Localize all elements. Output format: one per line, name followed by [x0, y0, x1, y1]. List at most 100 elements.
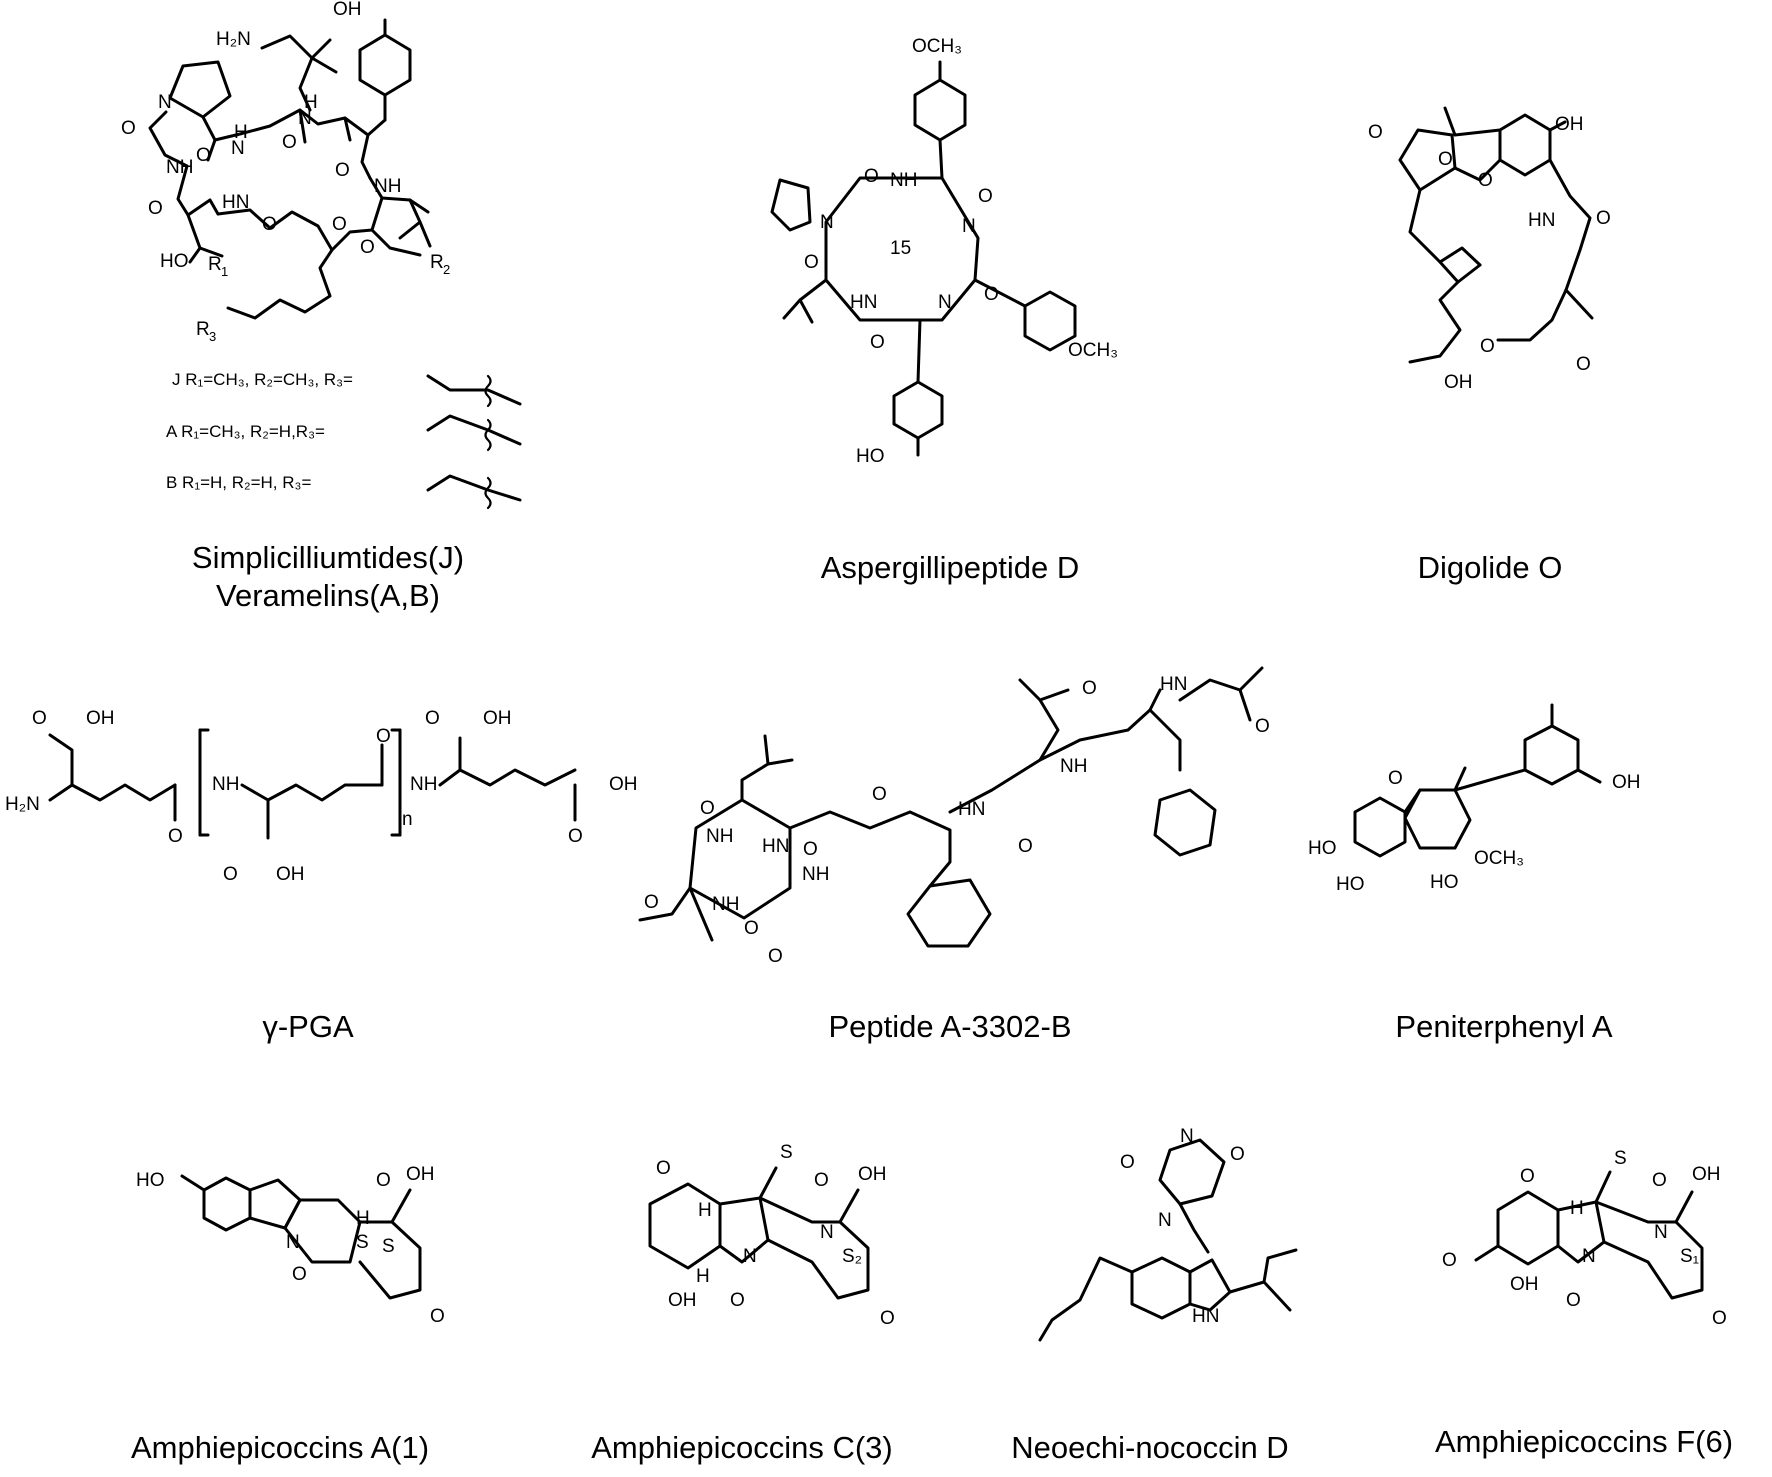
- svg-text:O: O: [1712, 1308, 1727, 1329]
- svg-text:OH: OH: [1510, 1274, 1539, 1295]
- svg-text:S: S: [382, 1236, 395, 1257]
- svg-text:O: O: [730, 1290, 745, 1311]
- svg-text:OH: OH: [668, 1290, 697, 1311]
- svg-text:NH: NH: [712, 894, 739, 915]
- svg-text:OH: OH: [1444, 372, 1473, 393]
- svg-text:R: R: [430, 252, 444, 273]
- svg-text:N: N: [962, 216, 976, 237]
- svg-text:HN: HN: [958, 799, 985, 820]
- substituent-b: B R₁=H, R₂=H, R₃=: [166, 473, 311, 492]
- svg-text:O: O: [1480, 336, 1495, 357]
- structure-peptide-a3302b: NH HN NH O NH O HN O NH O HN O O O O O P…: [638, 666, 1270, 1044]
- svg-text:2: 2: [443, 262, 450, 277]
- compound-name-veramelins: Veramelins(A,B): [216, 578, 440, 613]
- svg-text:O: O: [1520, 1166, 1535, 1187]
- svg-text:O: O: [292, 1264, 307, 1285]
- substituent-j: J R₁=CH₃, R₂=CH₃, R₃=: [172, 370, 353, 389]
- svg-text:O: O: [376, 1170, 391, 1191]
- svg-text:OH: OH: [276, 864, 305, 885]
- svg-text:O: O: [870, 332, 885, 353]
- svg-text:O: O: [872, 784, 887, 805]
- svg-text:N: N: [938, 292, 952, 313]
- svg-text:H: H: [698, 1200, 712, 1221]
- svg-text:NH: NH: [374, 176, 401, 197]
- svg-text:N: N: [743, 1246, 757, 1267]
- structure-neoechinococcin-d: N O O N HN Neoechi-nococcin D: [1011, 1126, 1298, 1465]
- svg-text:O: O: [1596, 208, 1611, 229]
- svg-text:O: O: [1442, 1250, 1457, 1271]
- svg-text:H₂N: H₂N: [5, 794, 40, 815]
- svg-text:HN: HN: [222, 192, 249, 213]
- svg-text:OH: OH: [1692, 1164, 1721, 1185]
- svg-text:HN: HN: [850, 292, 877, 313]
- svg-text:O: O: [430, 1306, 445, 1327]
- svg-text:O: O: [121, 118, 136, 139]
- svg-text:S: S: [1614, 1148, 1627, 1169]
- svg-text:OCH₃: OCH₃: [912, 36, 962, 57]
- svg-text:O: O: [332, 214, 347, 235]
- svg-text:O: O: [804, 252, 819, 273]
- svg-text:O: O: [1120, 1152, 1135, 1173]
- svg-text:NH: NH: [212, 774, 239, 795]
- svg-text:H: H: [304, 92, 318, 113]
- svg-text:N: N: [820, 212, 834, 233]
- svg-text:HO: HO: [1430, 872, 1459, 893]
- svg-text:O: O: [1388, 768, 1403, 789]
- svg-text:HN: HN: [1528, 210, 1555, 231]
- svg-text:N: N: [231, 138, 245, 159]
- svg-text:N: N: [286, 1232, 300, 1253]
- svg-text:1: 1: [221, 264, 228, 279]
- svg-text:N: N: [820, 1222, 834, 1243]
- substituent-a: A R₁=CH₃, R₂=H,R₃=: [166, 422, 325, 441]
- svg-text:R: R: [196, 319, 210, 340]
- compound-name-simplicilliumtides: Simplicilliumtides(J): [192, 540, 464, 575]
- svg-text:O: O: [168, 826, 183, 847]
- svg-text:N: N: [1654, 1222, 1668, 1243]
- structure-digolide-o: O O O OH HN O O O OH Digolide O: [1368, 106, 1611, 585]
- svg-text:OCH₃: OCH₃: [1068, 340, 1118, 361]
- compound-name-gamma-pga: γ-PGA: [262, 1009, 354, 1044]
- structure-simplicilliumtides: H₂N OH N O NH O HN O H N O H N O NH O O …: [121, 0, 522, 613]
- svg-text:H: H: [234, 122, 248, 143]
- svg-text:N: N: [1180, 1126, 1194, 1147]
- svg-text:O: O: [376, 726, 391, 747]
- svg-text:NH: NH: [1060, 756, 1087, 777]
- svg-text:NH: NH: [166, 157, 193, 178]
- svg-text:OH: OH: [483, 708, 512, 729]
- svg-text:N: N: [298, 108, 312, 129]
- svg-text:O: O: [32, 708, 47, 729]
- svg-text:NH: NH: [890, 170, 917, 191]
- svg-text:O: O: [568, 826, 583, 847]
- svg-text:O: O: [984, 284, 999, 305]
- svg-text:HO: HO: [1308, 838, 1337, 859]
- svg-text:OH: OH: [858, 1164, 887, 1185]
- svg-text:N: N: [158, 92, 172, 113]
- svg-text:S₁: S₁: [1680, 1246, 1699, 1267]
- svg-text:S: S: [356, 1232, 369, 1253]
- svg-text:S₂: S₂: [842, 1246, 862, 1267]
- svg-text:N: N: [1582, 1246, 1596, 1267]
- svg-text:O: O: [1368, 122, 1383, 143]
- svg-text:OH: OH: [1555, 114, 1584, 135]
- svg-text:O: O: [1255, 716, 1270, 737]
- compound-name-amphiepicoccin-f: Amphiepicoccins F(6): [1435, 1424, 1733, 1459]
- svg-text:O: O: [1576, 354, 1591, 375]
- svg-text:O: O: [1438, 149, 1453, 170]
- svg-text:3: 3: [209, 329, 216, 344]
- svg-text:O: O: [700, 798, 715, 819]
- svg-text:NH: NH: [706, 826, 733, 847]
- compound-name-peniterphenyl-a: Peniterphenyl A: [1395, 1009, 1612, 1044]
- svg-text:H₂N: H₂N: [216, 29, 251, 50]
- svg-text:HO: HO: [160, 251, 189, 272]
- svg-text:O: O: [196, 145, 211, 166]
- svg-text:O: O: [1082, 678, 1097, 699]
- svg-text:O: O: [360, 237, 375, 258]
- svg-text:OH: OH: [333, 0, 362, 20]
- structure-amphiepicoccin-f: O H S O OH O N N S₁ OH O O Amphiepicocci…: [1435, 1148, 1733, 1459]
- svg-text:O: O: [880, 1308, 895, 1329]
- svg-text:O: O: [644, 892, 659, 913]
- svg-text:H: H: [356, 1208, 370, 1229]
- svg-text:HN: HN: [762, 836, 789, 857]
- svg-text:O: O: [282, 132, 297, 153]
